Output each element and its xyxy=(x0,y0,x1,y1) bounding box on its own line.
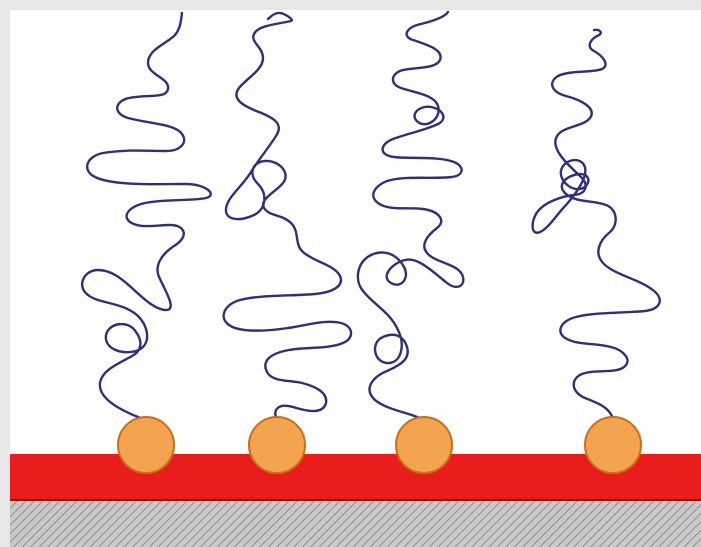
substrate-layer xyxy=(10,500,701,547)
anchor-bead-4 xyxy=(585,417,641,473)
anchor-bead-1 xyxy=(118,417,174,473)
anchor-bead-3 xyxy=(396,417,452,473)
anchor-bead-2 xyxy=(249,417,305,473)
